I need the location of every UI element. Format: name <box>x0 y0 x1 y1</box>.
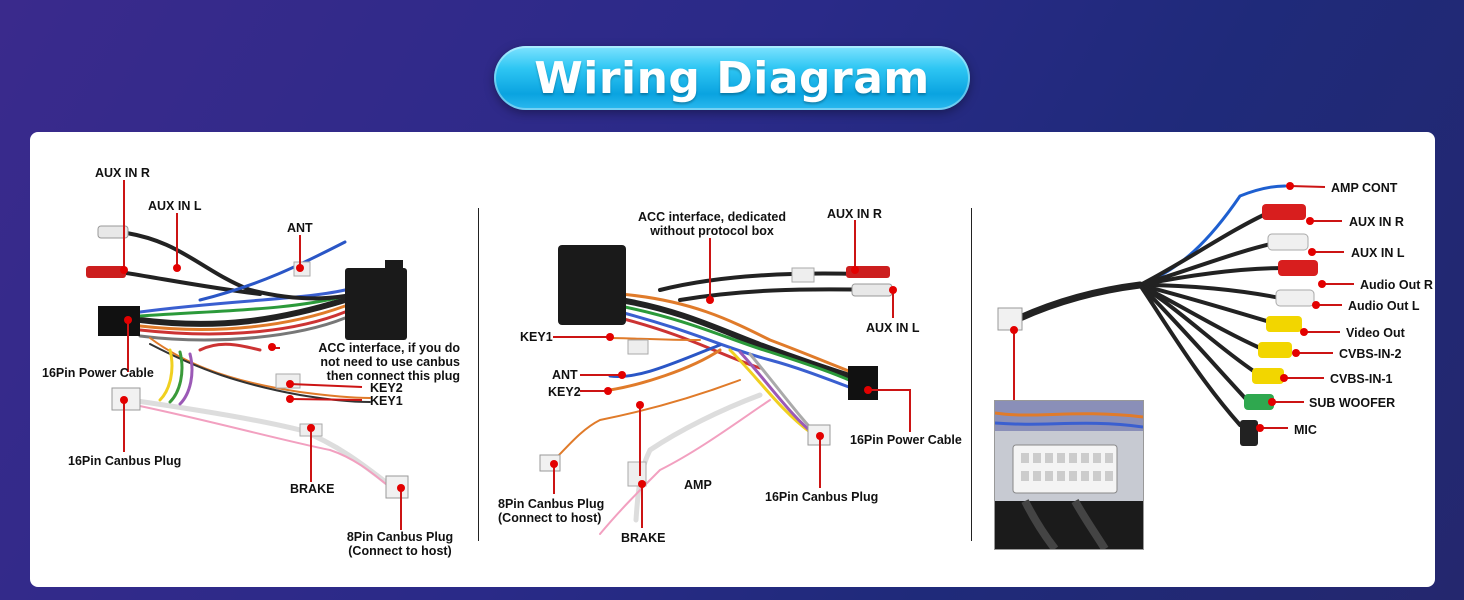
middle-16pin-power-label: 16Pin Power Cable <box>850 433 962 447</box>
middle-amp-label: AMP <box>684 478 712 492</box>
middle-8pin-canbus-label: 8Pin Canbus Plug (Connect to host) <box>498 497 605 525</box>
page-title: Wiring Diagram <box>534 52 930 104</box>
right-video-out-label: Video Out <box>1346 326 1405 340</box>
left-acc-label: ACC interface, if you do not need to use… <box>318 341 460 383</box>
right-connector <box>997 307 1023 331</box>
middle-16pin-canbus-label: 16Pin Canbus Plug <box>765 490 879 504</box>
middle-16pin-power-connector <box>848 366 878 400</box>
left-8pin-canbus-connector <box>385 475 409 499</box>
right-audio-out-r-label: Audio Out R <box>1360 278 1433 292</box>
connector-photo <box>994 400 1144 550</box>
middle-key1-label: KEY1 <box>520 330 553 344</box>
right-cvbs-in-2-label: CVBS-IN-2 <box>1339 347 1402 361</box>
left-brake-label: BRAKE <box>290 482 335 496</box>
divider-left <box>478 208 479 541</box>
divider-right <box>971 208 972 541</box>
right-amp-cont-label: AMP CONT <box>1331 181 1398 195</box>
left-8pin-canbus-label: 8Pin Canbus Plug (Connect to host) <box>346 530 454 558</box>
left-harness <box>118 230 399 493</box>
right-audio-out-l-label: Audio Out L <box>1348 299 1420 313</box>
middle-brake-label: BRAKE <box>621 531 666 545</box>
right-cvbs-in-1-label: CVBS-IN-1 <box>1330 372 1393 386</box>
right-aux-in-l-label: AUX IN L <box>1351 246 1405 260</box>
middle-aux-in-l-label: AUX IN L <box>866 321 920 335</box>
middle-aux-in-r-label: AUX IN R <box>827 207 882 221</box>
diagram-panel <box>30 132 1435 587</box>
left-ant-label: ANT <box>287 221 313 235</box>
left-16pin-canbus-label: 16Pin Canbus Plug <box>68 454 182 468</box>
middle-acc-label: ACC interface, dedicated without protoco… <box>638 210 786 238</box>
middle-key2-label: KEY2 <box>548 385 581 399</box>
left-aux-in-r-label: AUX IN R <box>95 166 150 180</box>
left-aux-in-l-label: AUX IN L <box>148 199 202 213</box>
middle-ant-label: ANT <box>552 368 578 382</box>
left-16pin-power-connector <box>98 306 140 336</box>
left-key1-label: KEY1 <box>370 394 403 408</box>
left-acc-connector <box>345 268 407 340</box>
right-rca-plugs <box>1240 204 1318 446</box>
left-key2-label: KEY2 <box>370 381 403 395</box>
middle-acc-connector <box>558 245 626 325</box>
right-mic-label: MIC <box>1294 423 1317 437</box>
right-sub-woofer-label: SUB WOOFER <box>1309 396 1396 410</box>
right-harness <box>1016 184 1287 427</box>
title-banner: Wiring Diagram <box>494 46 970 110</box>
left-16pin-power-label: 16Pin Power Cable <box>42 366 154 380</box>
right-aux-in-r-label: AUX IN R <box>1349 215 1404 229</box>
